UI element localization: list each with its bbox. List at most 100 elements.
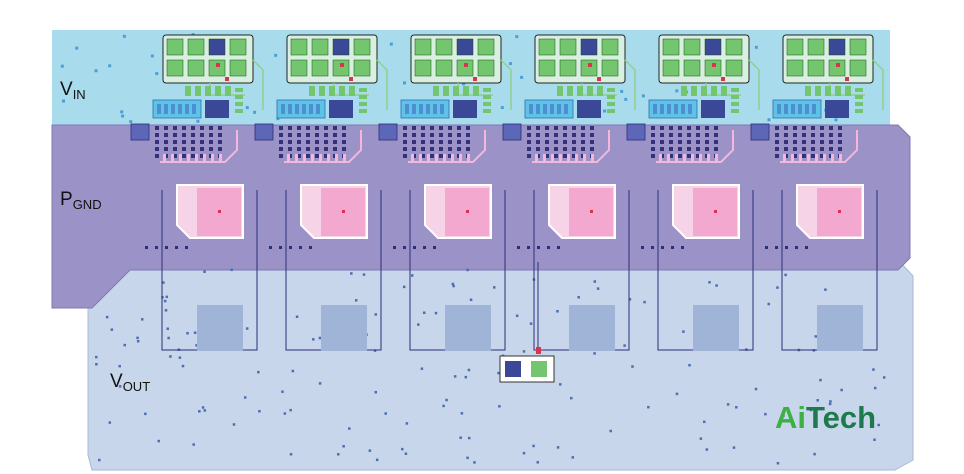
gnd-via xyxy=(457,147,461,151)
cap-via xyxy=(295,104,299,114)
gnd-via xyxy=(714,133,718,137)
gnd-via xyxy=(563,147,567,151)
gnd-via xyxy=(200,154,204,158)
gnd-via xyxy=(433,246,436,249)
pad xyxy=(453,86,459,96)
sw-finger xyxy=(715,154,718,161)
gnd-via xyxy=(175,246,178,249)
gnd-via xyxy=(306,154,310,158)
cap-via xyxy=(660,104,664,114)
pad xyxy=(538,59,556,77)
gnd-via xyxy=(182,140,186,144)
gnd-via xyxy=(545,133,549,137)
gnd-via xyxy=(421,133,425,137)
gnd-via xyxy=(660,133,664,137)
sw-finger xyxy=(591,154,594,161)
gnd-via xyxy=(191,126,195,130)
sense-trace xyxy=(285,190,321,351)
gnd-via xyxy=(430,154,434,158)
pad xyxy=(435,38,453,56)
via-red xyxy=(588,63,592,67)
pad xyxy=(683,38,701,56)
gnd-via xyxy=(315,140,319,144)
gnd-via xyxy=(669,147,673,151)
gnd-via xyxy=(173,126,177,130)
gnd-via xyxy=(200,126,204,130)
pad xyxy=(483,102,491,106)
gnd-via xyxy=(678,147,682,151)
gnd-via xyxy=(412,126,416,130)
gnd-via xyxy=(775,246,778,249)
pad xyxy=(828,59,846,77)
gnd-via xyxy=(671,246,674,249)
phase-1 xyxy=(130,34,264,351)
pad xyxy=(456,38,474,56)
via-red xyxy=(216,63,220,67)
gnd-via xyxy=(651,147,655,151)
gnd-via xyxy=(185,246,188,249)
gnd-via xyxy=(412,147,416,151)
gnd-via xyxy=(155,140,159,144)
gnd-via xyxy=(155,133,159,137)
gnd-via xyxy=(581,133,585,137)
gnd-via xyxy=(811,154,815,158)
pad xyxy=(580,59,598,77)
pad xyxy=(828,38,846,56)
sw-finger xyxy=(667,154,670,161)
gnd-via xyxy=(191,140,195,144)
gnd-via xyxy=(299,246,302,249)
gnd-via xyxy=(793,133,797,137)
gnd-via xyxy=(288,147,292,151)
sw-finger xyxy=(839,154,842,161)
cap-via xyxy=(812,104,816,114)
gnd-via xyxy=(439,140,443,144)
gnd-via xyxy=(547,246,550,249)
gnd-via xyxy=(687,154,691,158)
gnd-via xyxy=(269,246,272,249)
gnd-via xyxy=(306,140,310,144)
gnd-via xyxy=(554,126,558,130)
sw-finger xyxy=(559,154,562,161)
vin-label: VIN xyxy=(60,79,86,102)
sw-finger xyxy=(535,154,538,161)
via-red xyxy=(712,63,716,67)
gnd-via xyxy=(288,133,292,137)
gnd-via xyxy=(545,126,549,130)
gnd-via xyxy=(448,126,452,130)
gnd-via xyxy=(403,154,407,158)
pad xyxy=(483,95,491,99)
pad xyxy=(601,38,619,56)
gnd-via xyxy=(705,133,709,137)
gnd-via xyxy=(536,126,540,130)
gnd-via xyxy=(297,126,301,130)
gnd-via xyxy=(155,246,158,249)
sw-finger xyxy=(707,154,710,161)
gnd-via xyxy=(669,133,673,137)
output-pad xyxy=(817,305,863,351)
pad xyxy=(559,38,577,56)
sw-finger xyxy=(295,154,298,161)
vout-label: VOUT xyxy=(110,371,150,394)
sw-finger xyxy=(575,154,578,161)
gnd-via xyxy=(288,126,292,130)
gnd-via xyxy=(572,126,576,130)
sw-finger xyxy=(691,154,694,161)
sw-trace xyxy=(656,130,734,163)
sw-finger xyxy=(543,154,546,161)
pad xyxy=(443,86,449,96)
cap-via xyxy=(667,104,671,114)
sw-finger xyxy=(583,154,586,161)
sw-finger xyxy=(411,154,414,161)
gnd-via xyxy=(457,126,461,130)
gnd-via xyxy=(182,133,186,137)
gnd-via xyxy=(820,133,824,137)
pad xyxy=(701,86,707,96)
gnd-via xyxy=(793,147,797,151)
gnd-via xyxy=(527,126,531,130)
sw-finger xyxy=(551,154,554,161)
output-pad xyxy=(569,305,615,351)
gnd-via xyxy=(714,140,718,144)
pad xyxy=(477,59,495,77)
gnd-via xyxy=(218,140,222,144)
